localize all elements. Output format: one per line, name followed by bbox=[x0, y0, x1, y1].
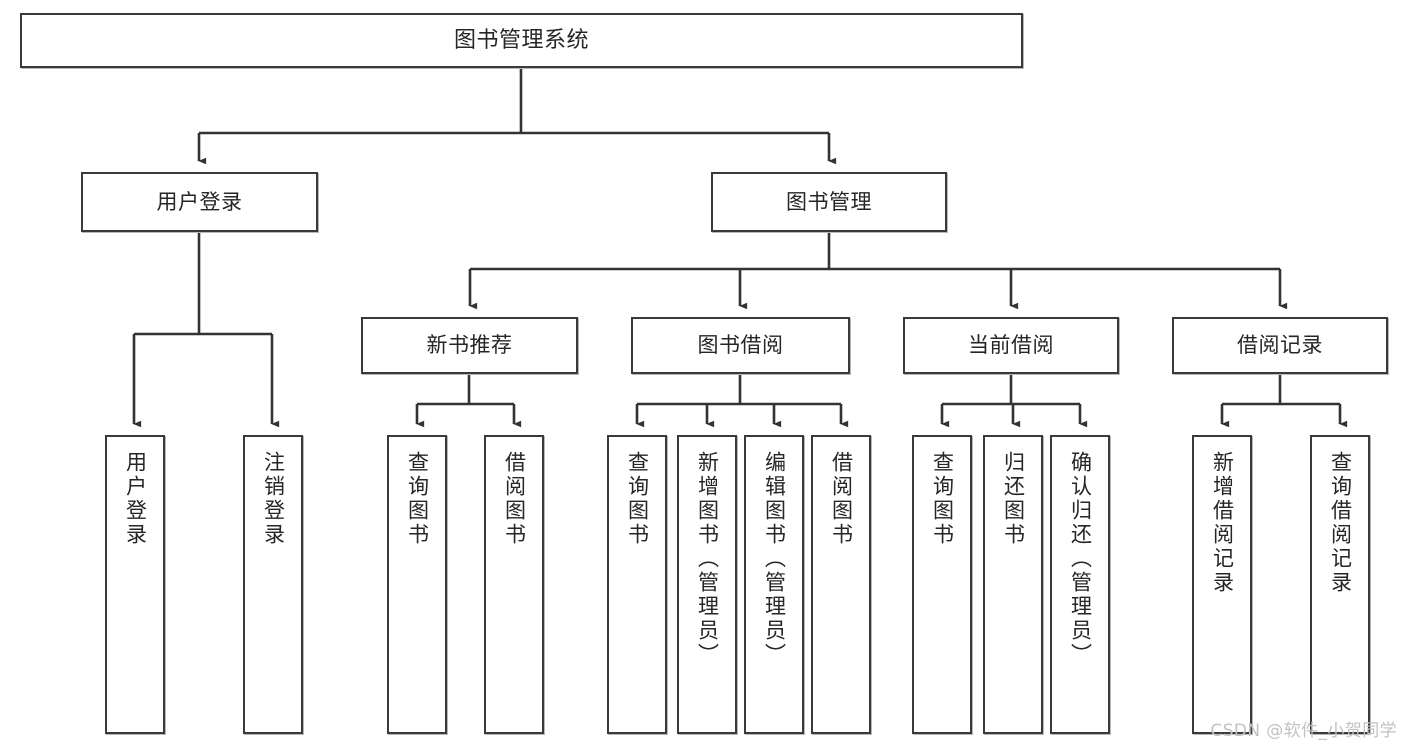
node-label-leaf-confirm-return-admin: 确认归还（管理员） bbox=[1068, 451, 1093, 667]
node-label-borrow-record: 借阅记录 bbox=[1237, 333, 1323, 358]
node-label-current-borrow: 当前借阅 bbox=[968, 333, 1054, 358]
node-label-book-manage: 图书管理 bbox=[786, 189, 872, 214]
node-label-leaf-query-borrow-record: 查询借阅记录 bbox=[1328, 451, 1353, 595]
node-leaf-edit-book-admin[interactable]: 编辑图书（管理员） bbox=[744, 435, 804, 734]
watermark-text: CSDN @软件_小贺同学 bbox=[1210, 721, 1397, 741]
node-leaf-return-book[interactable]: 归还图书 bbox=[983, 435, 1043, 734]
node-leaf-query-book-a[interactable]: 查询图书 bbox=[387, 435, 447, 734]
node-label-leaf-query-book-c: 查询图书 bbox=[930, 451, 955, 547]
node-label-new-book-recommend: 新书推荐 bbox=[426, 333, 513, 358]
node-leaf-confirm-return-admin[interactable]: 确认归还（管理员） bbox=[1050, 435, 1110, 734]
node-label-user-login: 用户登录 bbox=[156, 189, 243, 214]
node-current-borrow[interactable]: 当前借阅 bbox=[903, 317, 1119, 374]
node-label-leaf-borrow-book-b: 借阅图书 bbox=[829, 451, 854, 547]
node-leaf-borrow-book-a[interactable]: 借阅图书 bbox=[484, 435, 544, 734]
node-label-leaf-return-book: 归还图书 bbox=[1001, 451, 1026, 547]
node-label-leaf-add-book-admin: 新增图书（管理员） bbox=[695, 451, 720, 667]
node-leaf-query-book-b[interactable]: 查询图书 bbox=[607, 435, 667, 734]
node-user-login[interactable]: 用户登录 bbox=[81, 172, 318, 232]
node-leaf-user-logout[interactable]: 注销登录 bbox=[243, 435, 303, 734]
node-label-leaf-query-book-a: 查询图书 bbox=[405, 451, 430, 547]
node-leaf-add-borrow-record[interactable]: 新增借阅记录 bbox=[1192, 435, 1252, 734]
node-label-leaf-user-logout: 注销登录 bbox=[261, 451, 286, 547]
node-root[interactable]: 图书管理系统 bbox=[20, 13, 1023, 68]
node-book-borrow[interactable]: 图书借阅 bbox=[631, 317, 850, 374]
node-label-leaf-query-book-b: 查询图书 bbox=[625, 451, 650, 547]
node-label-book-borrow: 图书借阅 bbox=[697, 333, 784, 358]
node-leaf-user-login[interactable]: 用户登录 bbox=[105, 435, 165, 734]
node-new-book-recommend[interactable]: 新书推荐 bbox=[361, 317, 578, 374]
node-label-leaf-user-login: 用户登录 bbox=[123, 451, 148, 547]
node-borrow-record[interactable]: 借阅记录 bbox=[1172, 317, 1388, 374]
node-leaf-borrow-book-b[interactable]: 借阅图书 bbox=[811, 435, 871, 734]
node-leaf-add-book-admin[interactable]: 新增图书（管理员） bbox=[677, 435, 737, 734]
node-label-leaf-edit-book-admin: 编辑图书（管理员） bbox=[762, 451, 787, 667]
node-leaf-query-book-c[interactable]: 查询图书 bbox=[912, 435, 972, 734]
node-label-leaf-add-borrow-record: 新增借阅记录 bbox=[1210, 451, 1235, 595]
node-book-manage[interactable]: 图书管理 bbox=[711, 172, 947, 232]
node-label-root: 图书管理系统 bbox=[453, 27, 589, 53]
node-leaf-query-borrow-record[interactable]: 查询借阅记录 bbox=[1310, 435, 1370, 734]
node-label-leaf-borrow-book-a: 借阅图书 bbox=[502, 451, 527, 547]
